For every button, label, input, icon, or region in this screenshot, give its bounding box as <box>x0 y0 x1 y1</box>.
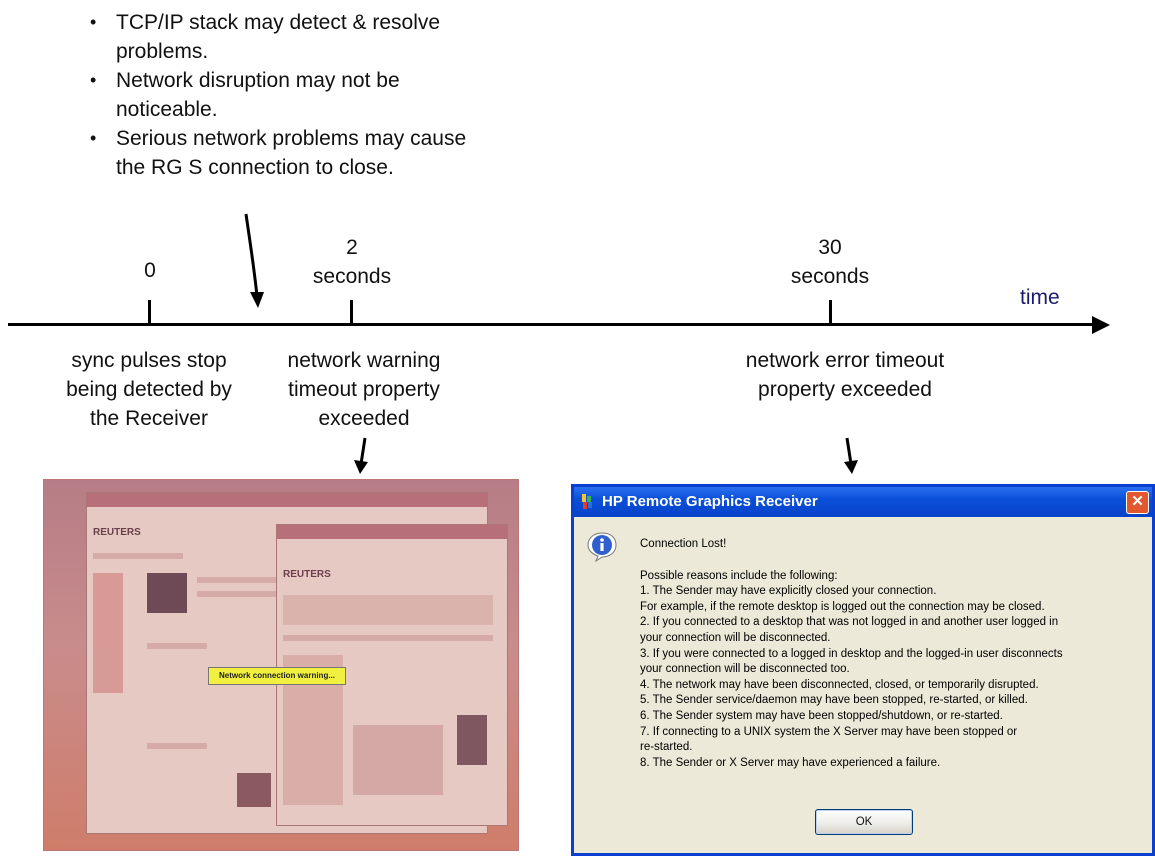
brand-logo: REUTERS <box>93 527 141 538</box>
bullet-item: •Network disruption may not be noticeabl… <box>88 66 468 124</box>
tick-label-30s: 30 seconds <box>790 236 870 288</box>
tick-mark-2s <box>350 300 353 326</box>
event-network-warning: network warning timeout property exceede… <box>287 349 441 430</box>
dialog-title: HP Remote Graphics Receiver <box>602 493 818 510</box>
event-network-error: network error timeout property exceeded <box>745 349 945 401</box>
dialog-titlebar: HP Remote Graphics Receiver ✕ <box>574 487 1152 517</box>
message-line: 7. If connecting to a UNIX system the X … <box>640 725 1018 738</box>
message-line: Possible reasons include the following: <box>640 569 838 582</box>
window-titlebar <box>87 493 487 507</box>
event-sync-pulses: sync pulses stop being detected by the R… <box>66 349 232 430</box>
receiver-screenshot: REUTERS REUTERS Network connection warni… <box>43 479 519 851</box>
bullet-list: •TCP/IP stack may detect & resolve probl… <box>88 8 468 182</box>
down-arrow-icon <box>844 437 858 474</box>
info-icon <box>587 532 617 562</box>
message-line: your connection will be disconnected. <box>640 631 831 644</box>
message-line: For example, if the remote desktop is lo… <box>640 600 1045 613</box>
message-line: 8. The Sender or X Server may have exper… <box>640 756 941 769</box>
message-line: 5. The Sender service/daemon may have be… <box>640 694 1028 707</box>
axis-arrow-icon <box>1092 316 1110 334</box>
bullet-item: •TCP/IP stack may detect & resolve probl… <box>88 8 468 66</box>
curved-down-arrow-icon <box>244 213 264 308</box>
timeline-axis <box>8 323 1098 326</box>
message-line: re-started. <box>640 741 693 754</box>
connection-lost-dialog: HP Remote Graphics Receiver ✕ Connection… <box>571 484 1155 856</box>
message-line: your connection will be disconnected too… <box>640 663 850 676</box>
tick-label-2s: 2 seconds <box>312 236 392 288</box>
close-button[interactable]: ✕ <box>1126 491 1149 514</box>
close-icon: ✕ <box>1131 493 1144 510</box>
brand-logo: REUTERS <box>283 569 331 580</box>
bullet-dot-icon: • <box>90 12 97 32</box>
ok-button[interactable]: OK <box>815 809 913 835</box>
browser-window: REUTERS <box>276 524 508 826</box>
tick-label-0: 0 <box>144 259 156 282</box>
message-line: 6. The Sender system may have been stopp… <box>640 709 1003 722</box>
bullet-dot-icon: • <box>90 70 97 90</box>
bullet-dot-icon: • <box>90 128 97 148</box>
network-warning-banner: Network connection warning... <box>208 667 346 685</box>
message-line: 1. The Sender may have explicitly closed… <box>640 585 937 598</box>
tick-mark-30s <box>829 300 832 326</box>
message-line: 3. If you were connected to a logged in … <box>640 647 1063 660</box>
tick-mark-0 <box>148 300 151 326</box>
hp-app-icon <box>582 494 592 509</box>
axis-label: time <box>1020 286 1060 309</box>
message-line: 2. If you connected to a desktop that wa… <box>640 616 1059 629</box>
down-arrow-icon <box>354 437 368 474</box>
message-line: 4. The network may have been disconnecte… <box>640 678 1039 691</box>
window-titlebar <box>277 525 507 539</box>
bullet-item: •Serious network problems may cause the … <box>88 124 468 182</box>
dialog-message: Connection Lost! Possible reasons includ… <box>640 537 1063 771</box>
dialog-heading: Connection Lost! <box>640 538 727 550</box>
